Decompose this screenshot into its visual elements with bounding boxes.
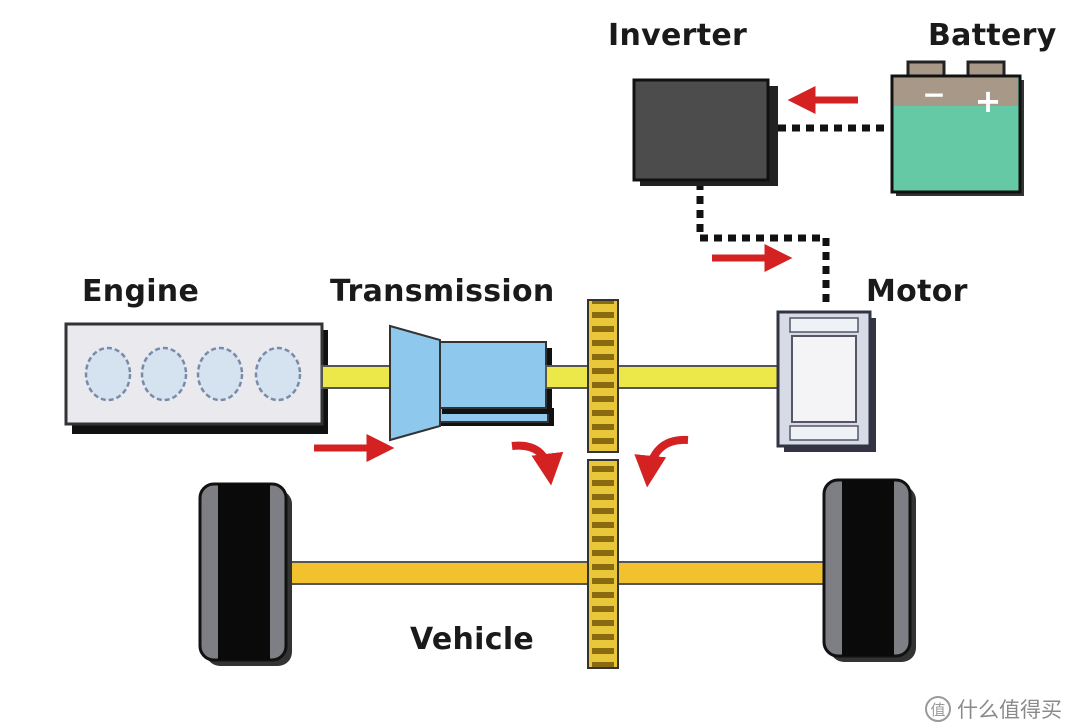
inverter-block bbox=[632, 78, 778, 186]
engine-label: Engine bbox=[82, 274, 200, 309]
wheel-icon bbox=[822, 478, 916, 662]
transmission-label: Transmission bbox=[330, 274, 555, 309]
motor-label: Motor bbox=[866, 274, 968, 309]
inverter-motor-wire bbox=[696, 182, 830, 306]
main-shaft bbox=[545, 365, 785, 389]
wheel-icon bbox=[198, 482, 292, 666]
curved-arrow bbox=[634, 435, 689, 488]
watermark: 值 什么值得买 bbox=[925, 694, 1062, 724]
lower-gear bbox=[587, 459, 619, 669]
gear-icon bbox=[587, 299, 619, 669]
motor-block bbox=[776, 310, 876, 452]
watermark-text: 什么值得买 bbox=[957, 698, 1062, 722]
curved-arrows bbox=[511, 435, 689, 488]
inverter-label: Inverter bbox=[608, 18, 748, 53]
curved-arrow bbox=[511, 441, 564, 486]
vehicle-label: Vehicle bbox=[410, 622, 535, 657]
transmission-block bbox=[389, 324, 554, 442]
battery-icon: − + bbox=[890, 60, 1024, 196]
battery-label: Battery bbox=[928, 18, 1057, 53]
engine-shaft bbox=[321, 365, 393, 389]
engine-block bbox=[64, 322, 328, 434]
upper-gear bbox=[587, 299, 619, 453]
power-wires bbox=[696, 124, 890, 306]
rear-axle bbox=[281, 561, 831, 585]
watermark-icon: 值 bbox=[925, 696, 951, 722]
battery-positive-sign: + bbox=[975, 82, 1002, 120]
engine-cylinders bbox=[84, 346, 302, 402]
flow-arrows bbox=[314, 86, 858, 462]
battery-negative-sign: − bbox=[922, 78, 945, 111]
